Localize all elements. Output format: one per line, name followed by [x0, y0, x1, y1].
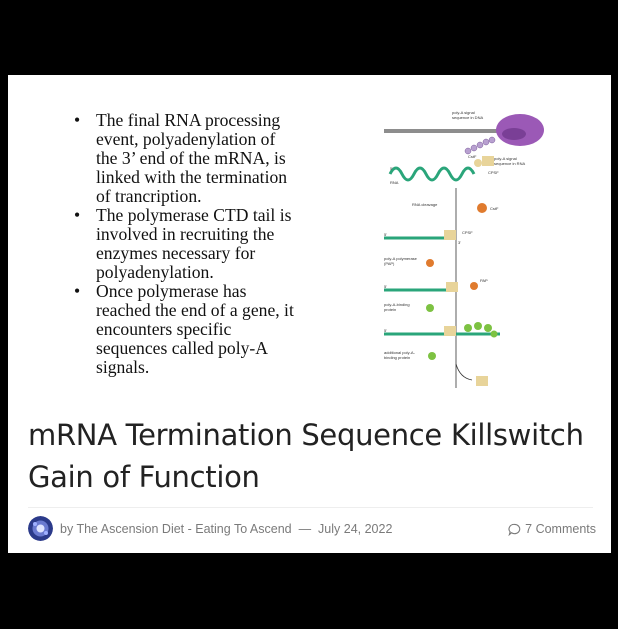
ctd-tail	[464, 136, 496, 155]
svg-text:poly-A-binding: poly-A-binding	[384, 302, 410, 307]
author-prefix: by	[60, 522, 74, 536]
svg-text:poly-A polymerase: poly-A polymerase	[384, 256, 418, 261]
pap-enzyme	[426, 259, 434, 267]
label-cleavage: RNA cleavage	[412, 202, 438, 207]
svg-text:poly-A signal: poly-A signal	[494, 156, 517, 161]
svg-text:5': 5'	[384, 232, 387, 237]
post-title[interactable]: mRNA Termination Sequence Killswitch Gai…	[28, 418, 584, 494]
label-signal-dna: poly-A signal	[452, 110, 475, 115]
pabp-cluster	[464, 322, 498, 338]
released-factor	[476, 376, 488, 386]
slide-bullet: • Once polymerase has reached the end of…	[74, 281, 294, 377]
svg-text:protein: protein	[384, 307, 396, 312]
svg-text:sequence in DNA: sequence in DNA	[452, 115, 483, 120]
svg-text:CPSF: CPSF	[488, 170, 499, 175]
author-link[interactable]: The Ascension Diet - Eating To Ascend	[76, 522, 292, 536]
cpsf-factor	[482, 156, 494, 166]
polyadenylation-diagram: poly-A signal sequence in DNA poly-A sig…	[384, 110, 544, 388]
byline: by The Ascension Diet - Eating To Ascend…	[60, 522, 392, 536]
avatar-image	[28, 516, 53, 541]
svg-text:CstF: CstF	[468, 154, 477, 159]
svg-text:3': 3'	[458, 240, 461, 245]
svg-text:5': 5'	[384, 284, 387, 289]
post-card: • The final RNA processing event, polyad…	[8, 75, 611, 553]
svg-text:additional poly-A-: additional poly-A-	[384, 350, 416, 355]
featured-image[interactable]: • The final RNA processing event, polyad…	[8, 75, 611, 405]
rna-transcript	[388, 166, 476, 182]
slide-bullet: • The final RNA processing event, polyad…	[74, 110, 288, 206]
post-date[interactable]: July 24, 2022	[318, 522, 393, 536]
pabp	[426, 304, 434, 312]
svg-text:CPSF: CPSF	[462, 230, 473, 235]
svg-text:binding protein: binding protein	[384, 355, 410, 360]
svg-text:5': 5'	[384, 328, 387, 333]
meta-separator: —	[298, 522, 312, 536]
svg-text:CstF: CstF	[490, 206, 499, 211]
comment-bubble-icon	[508, 523, 521, 536]
dna-strand	[384, 129, 516, 133]
svg-text:5': 5'	[390, 166, 393, 171]
svg-text:RNA: RNA	[390, 180, 399, 185]
slide-bullet: • The polymerase CTD tail is involved in…	[74, 205, 292, 282]
post-meta: by The Ascension Diet - Eating To Ascend…	[28, 513, 596, 545]
avatar[interactable]	[28, 516, 53, 541]
svg-text:PAP: PAP	[480, 278, 488, 283]
svg-text:(PAP): (PAP)	[384, 261, 395, 266]
slide-bullet-list: • The final RNA processing event, polyad…	[72, 111, 372, 377]
cstf-released	[477, 203, 487, 213]
meta-divider	[28, 507, 593, 508]
comments-count[interactable]: 7 Comments	[525, 522, 596, 536]
svg-text:sequence in RNA: sequence in RNA	[494, 161, 525, 166]
cstf-factor	[474, 159, 482, 167]
comments-link[interactable]: 7 Comments	[508, 522, 596, 536]
